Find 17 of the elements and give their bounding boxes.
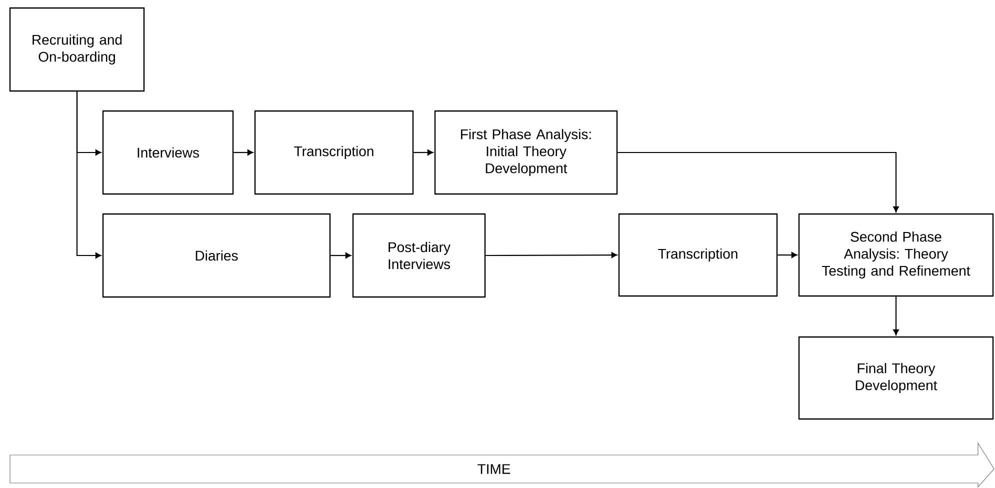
arrow [778,252,798,258]
process-box: Second Phase Analysis: Theory Testing and Refinement [798,213,994,297]
arrow [486,252,618,258]
arrow [618,152,899,212]
arrow [234,150,254,156]
process-box: Final Theory Development [798,336,994,420]
arrow [893,296,899,336]
arrow [414,150,434,156]
arrow [330,252,352,258]
process-box: Diaries [102,213,331,298]
process-box: Post-diary Interviews [352,213,486,298]
process-box: Recruiting and On-boarding [9,7,145,92]
process-box: First Phase Analysis: Initial Theory Development [434,110,618,195]
process-box: Transcription [254,110,414,195]
process-box: Interviews [102,110,234,195]
arrow [76,92,102,258]
process-box: Transcription [618,213,778,297]
